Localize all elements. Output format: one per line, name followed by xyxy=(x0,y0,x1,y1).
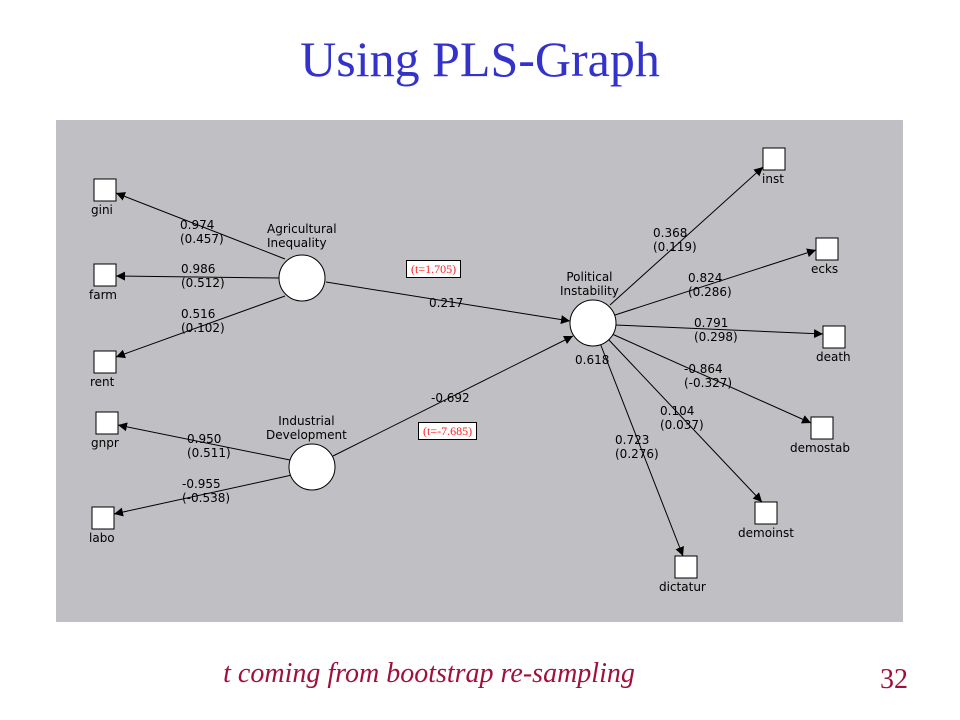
indicator-label-demoinst: demoinst xyxy=(738,526,794,540)
arrow-indus-polit xyxy=(332,335,574,457)
indicator-box-farm[interactable] xyxy=(93,263,117,287)
path-coef-indus-polit: -0.692 xyxy=(431,391,470,405)
indicator-label-ecks: ecks xyxy=(811,262,839,276)
r-squared-polit: 0.618 xyxy=(575,353,610,367)
path-diagram xyxy=(91,147,846,579)
indicator-box-labo[interactable] xyxy=(91,506,115,530)
indicator-label-labo: labo xyxy=(89,531,115,545)
construct-label-polit: Political Instability xyxy=(560,270,619,298)
arrow-polit-demoinst xyxy=(607,338,763,503)
indicator-box-inst[interactable] xyxy=(762,147,786,171)
loading-ecks: 0.824 (0.286) xyxy=(688,271,732,299)
loading-gnpr: 0.950 (0.511) xyxy=(187,432,231,460)
t-stat-agri-polit: (t=1.705) xyxy=(406,260,462,278)
indicator-label-inst: inst xyxy=(762,172,784,186)
indicator-label-dictatur: dictatur xyxy=(659,580,706,594)
loading-demoinst: 0.104 (0.037) xyxy=(660,404,704,432)
pls-graph-panel: gini farm rent gnpr labo inst ecks death… xyxy=(56,120,903,622)
arrow-agri-farm xyxy=(115,271,280,281)
arrow-polit-ecks xyxy=(614,248,817,316)
loading-inst: 0.368 (0.119) xyxy=(653,226,697,254)
construct-industrial-development[interactable] xyxy=(288,443,336,491)
construct-label-agri: Agricultural Inequality xyxy=(267,222,337,250)
loading-gini: 0.974 (0.457) xyxy=(180,218,224,246)
indicator-box-death[interactable] xyxy=(822,325,846,349)
loading-death: 0.791 (0.298) xyxy=(694,316,738,344)
arrow-agri-polit xyxy=(325,281,571,325)
path-coef-agri-polit: 0.217 xyxy=(429,296,464,310)
indicator-label-demostab: demostab xyxy=(790,441,850,455)
indicator-label-gnpr: gnpr xyxy=(91,436,119,450)
loading-labo: -0.955 (-0.538) xyxy=(182,477,231,505)
loading-demostab: -0.864 (-0.327) xyxy=(684,362,733,390)
indicator-box-demoinst[interactable] xyxy=(754,501,778,525)
loading-rent: 0.516 (0.102) xyxy=(181,307,225,335)
construct-label-indus: Industrial Development xyxy=(266,414,347,442)
t-stat-indus-polit: (t=-7.685) xyxy=(418,422,478,440)
indicator-label-farm: farm xyxy=(89,288,117,302)
arrow-polit-dictatur xyxy=(599,342,684,557)
indicator-label-gini: gini xyxy=(91,203,113,217)
indicator-box-rent[interactable] xyxy=(93,350,117,374)
construct-political-instability[interactable] xyxy=(569,299,617,347)
loading-dictatur: 0.723 (0.276) xyxy=(615,433,659,461)
indicator-box-dictatur[interactable] xyxy=(674,555,698,579)
indicator-box-gini[interactable] xyxy=(93,178,117,202)
arrow-polit-inst xyxy=(609,166,764,306)
construct-agricultural-inequality[interactable] xyxy=(278,254,326,302)
indicator-box-demostab[interactable] xyxy=(810,416,834,440)
arrow-indus-labo xyxy=(113,474,293,517)
indicator-box-ecks[interactable] xyxy=(815,237,839,261)
arrow-agri-rent xyxy=(115,295,286,359)
indicator-label-death: death xyxy=(816,350,851,364)
arrow-indus-gnpr xyxy=(117,422,291,461)
arrow-agri-gini xyxy=(115,192,286,260)
indicator-box-gnpr[interactable] xyxy=(95,411,119,435)
page-number: 32 xyxy=(880,664,908,695)
loading-farm: 0.986 (0.512) xyxy=(181,262,225,290)
arrow-polit-death xyxy=(614,324,824,339)
slide-caption: t coming from bootstrap re-sampling xyxy=(223,658,635,689)
arrow-polit-demostab xyxy=(611,333,812,424)
slide-title: Using PLS-Graph xyxy=(300,31,660,87)
indicator-label-rent: rent xyxy=(90,375,115,389)
